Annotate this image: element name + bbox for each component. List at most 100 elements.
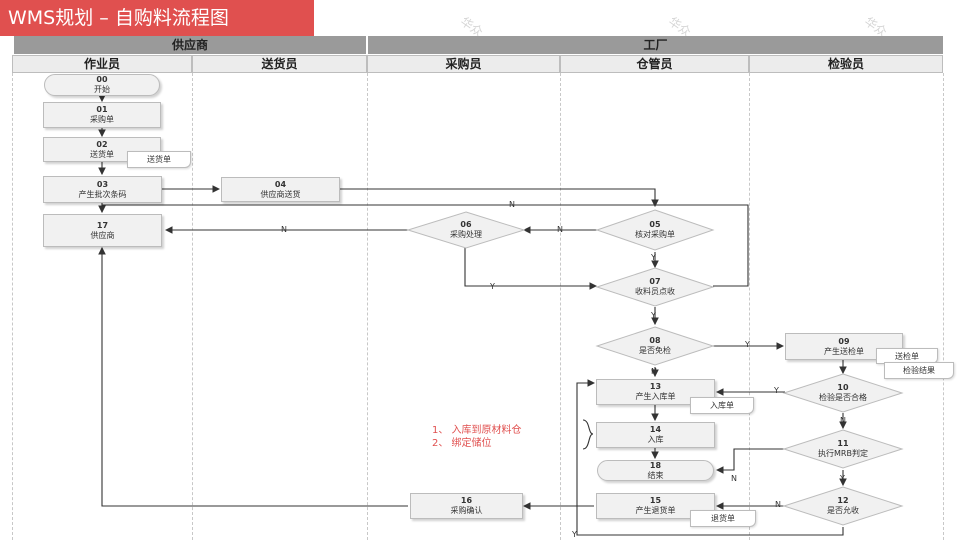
edge-label-yes: Y — [745, 340, 750, 349]
edge-label-no: N — [731, 474, 737, 483]
node-11-mrb: 11 执行MRB判定 — [798, 439, 888, 459]
annotation-line: 1、 入库到原材料仓 — [432, 425, 522, 436]
node-17-supplier: 17 供应商 — [43, 214, 162, 247]
node-05-check-po: 05 核对采购单 — [610, 220, 700, 240]
edge-label-yes: Y — [572, 530, 577, 539]
node-text: 采购处理 — [450, 230, 482, 239]
node-number: 09 — [838, 336, 850, 346]
node-number: 10 — [837, 383, 849, 392]
node-12-accept: 12 是否允收 — [798, 496, 888, 516]
node-number: 16 — [460, 496, 473, 505]
lane-divider — [749, 73, 750, 540]
lane-divider — [192, 73, 193, 540]
edge-04-05 — [340, 188, 659, 208]
edge-label-no: N — [840, 416, 846, 425]
edge-label-no: N — [281, 225, 287, 234]
node-text: 产生入库单 — [635, 392, 676, 401]
note-brace — [582, 419, 594, 450]
node-07-receiver-count: 07 收料员点收 — [610, 277, 700, 297]
node-09-create-inspection: 09 产生送检单 — [785, 333, 903, 360]
edge-label-yes: Y — [490, 282, 495, 291]
page-title: WMS规划 – 自购料流程图 — [0, 0, 314, 36]
node-text: 结束 — [647, 470, 664, 480]
node-14-inbound: 14 入库 — [596, 422, 715, 448]
lane-header-operator: 作业员 — [12, 55, 192, 73]
doc-delivery-note: 送货单 — [127, 151, 191, 168]
node-06-purchase-handle: 06 采购处理 — [421, 220, 511, 240]
diamond-07 — [595, 267, 715, 307]
node-text: 核对采购单 — [635, 230, 675, 239]
node-03-batch-barcode: 03 产生批次条码 — [43, 176, 162, 203]
node-text: 产生送检单 — [824, 346, 864, 356]
doc-inbound-note: 入库单 — [690, 397, 754, 414]
node-text: 检验是否合格 — [819, 393, 867, 402]
lane-header-warehouse: 仓管员 — [560, 55, 749, 73]
edge-label-no: N — [509, 200, 515, 209]
node-number: 01 — [96, 105, 108, 114]
node-number: 17 — [96, 220, 109, 230]
edge-06-07-yes — [464, 246, 598, 290]
edge-label-no: N — [557, 225, 563, 234]
node-number: 04 — [274, 179, 287, 189]
node-number: 15 — [649, 496, 662, 505]
node-text: 采购单 — [90, 115, 114, 124]
edge-label-yes: Y — [840, 474, 845, 483]
node-number: 02 — [96, 139, 108, 149]
node-08-exempt-inspection: 08 是否免检 — [610, 336, 700, 356]
node-text: 入库 — [647, 435, 664, 444]
node-text: 开始 — [94, 85, 110, 94]
node-text: 供应商 — [90, 230, 115, 240]
diamond-12 — [782, 486, 904, 526]
node-text: 产生批次条码 — [78, 189, 127, 199]
node-18-end: 18 结束 — [597, 460, 714, 481]
node-text: 送货单 — [90, 149, 114, 159]
band-factory: 工厂 — [368, 36, 943, 54]
edge-label-yes: Y — [651, 311, 656, 320]
node-text: 是否允收 — [827, 506, 859, 515]
annotation-line: 2、 绑定储位 — [432, 438, 492, 449]
edge-11-18-no — [715, 448, 785, 474]
node-number: 14 — [649, 425, 662, 434]
band-supplier: 供应商 — [14, 36, 366, 54]
edge-label-no: N — [775, 500, 781, 509]
node-01-purchase-order: 01 采购单 — [43, 102, 161, 128]
node-text: 供应商送货 — [260, 189, 301, 199]
node-04-supplier-delivery: 04 供应商送货 — [221, 177, 340, 202]
node-00-start: 00 开始 — [44, 74, 160, 96]
lane-header-purchaser: 采购员 — [367, 55, 560, 73]
diamond-06 — [406, 211, 526, 249]
lane-header-inspector: 检验员 — [749, 55, 943, 73]
node-number: 08 — [649, 336, 661, 345]
node-number: 05 — [649, 220, 661, 229]
annotation-note: 1、 入库到原材料仓 2、 绑定储位 — [432, 424, 522, 450]
node-text: 产生退货单 — [635, 506, 676, 515]
node-number: 12 — [837, 496, 849, 505]
edge-label-no: N — [651, 367, 657, 376]
lane-divider — [12, 73, 13, 540]
node-number: 07 — [649, 277, 661, 286]
edge-label-yes: Y — [651, 253, 656, 262]
edge-07-05-no — [98, 204, 749, 287]
lane-divider — [943, 73, 944, 540]
node-text: 采购确认 — [450, 506, 483, 515]
node-number: 13 — [649, 382, 662, 391]
node-text: 执行MRB判定 — [818, 449, 868, 458]
node-02-delivery-note: 02 送货单 — [43, 137, 161, 162]
node-number: 00 — [96, 75, 108, 84]
node-number: 03 — [96, 179, 109, 189]
diamond-05 — [595, 209, 715, 251]
node-text: 是否免检 — [639, 346, 671, 355]
doc-inspection-result: 检验结果 — [884, 362, 954, 379]
node-text: 收料员点收 — [635, 287, 675, 296]
edge-16-17 — [98, 246, 408, 507]
lane-header-deliverer: 送货员 — [192, 55, 367, 73]
node-number: 06 — [460, 220, 472, 229]
edge-label-yes: Y — [774, 386, 779, 395]
node-16-purchase-confirm: 16 采购确认 — [410, 493, 523, 519]
diamond-08 — [595, 326, 715, 366]
lane-divider — [367, 73, 368, 540]
doc-return-note: 退货单 — [690, 510, 756, 527]
node-number: 18 — [649, 460, 662, 470]
